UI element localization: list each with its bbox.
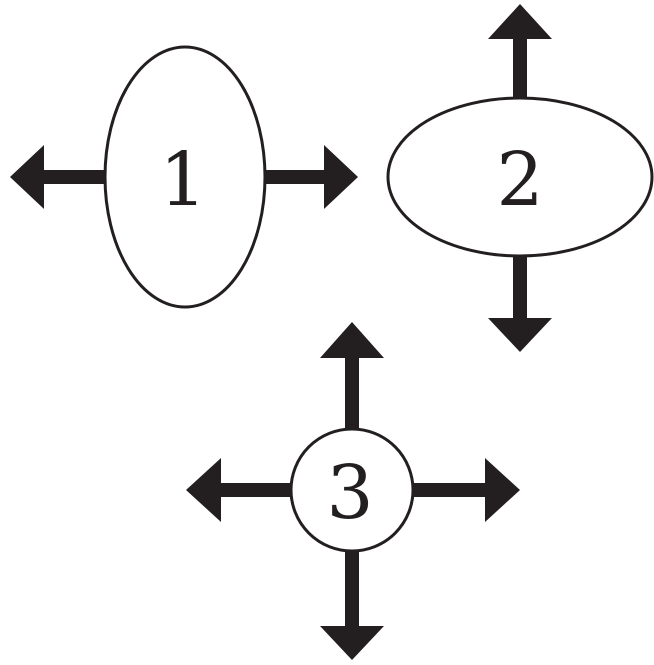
- shape-2-ellipse: [386, 96, 654, 258]
- shape-2-arrow-down-head: [488, 318, 552, 352]
- shape-1-arrow-right-head: [324, 145, 358, 209]
- shape-3-arrow-up-head: [320, 322, 384, 358]
- shape-1-group: 1: [10, 45, 358, 309]
- shape-1-arrow-left-head: [10, 145, 44, 209]
- shape-3-group: 3: [186, 322, 520, 660]
- shape-3-circle: [289, 427, 415, 553]
- shape-3-label: 3: [326, 450, 373, 536]
- shape-2-group: 2: [386, 4, 654, 352]
- shape-2-arrow-up-head: [488, 4, 552, 39]
- shape-3-arrow-left-head: [186, 458, 221, 522]
- shape-1-ellipse: [103, 45, 267, 309]
- shape-1-label: 1: [159, 137, 206, 223]
- shape-2-label: 2: [496, 137, 543, 223]
- shape-3-arrow-down-head: [320, 626, 384, 660]
- shape-3-arrow-right-head: [485, 458, 520, 522]
